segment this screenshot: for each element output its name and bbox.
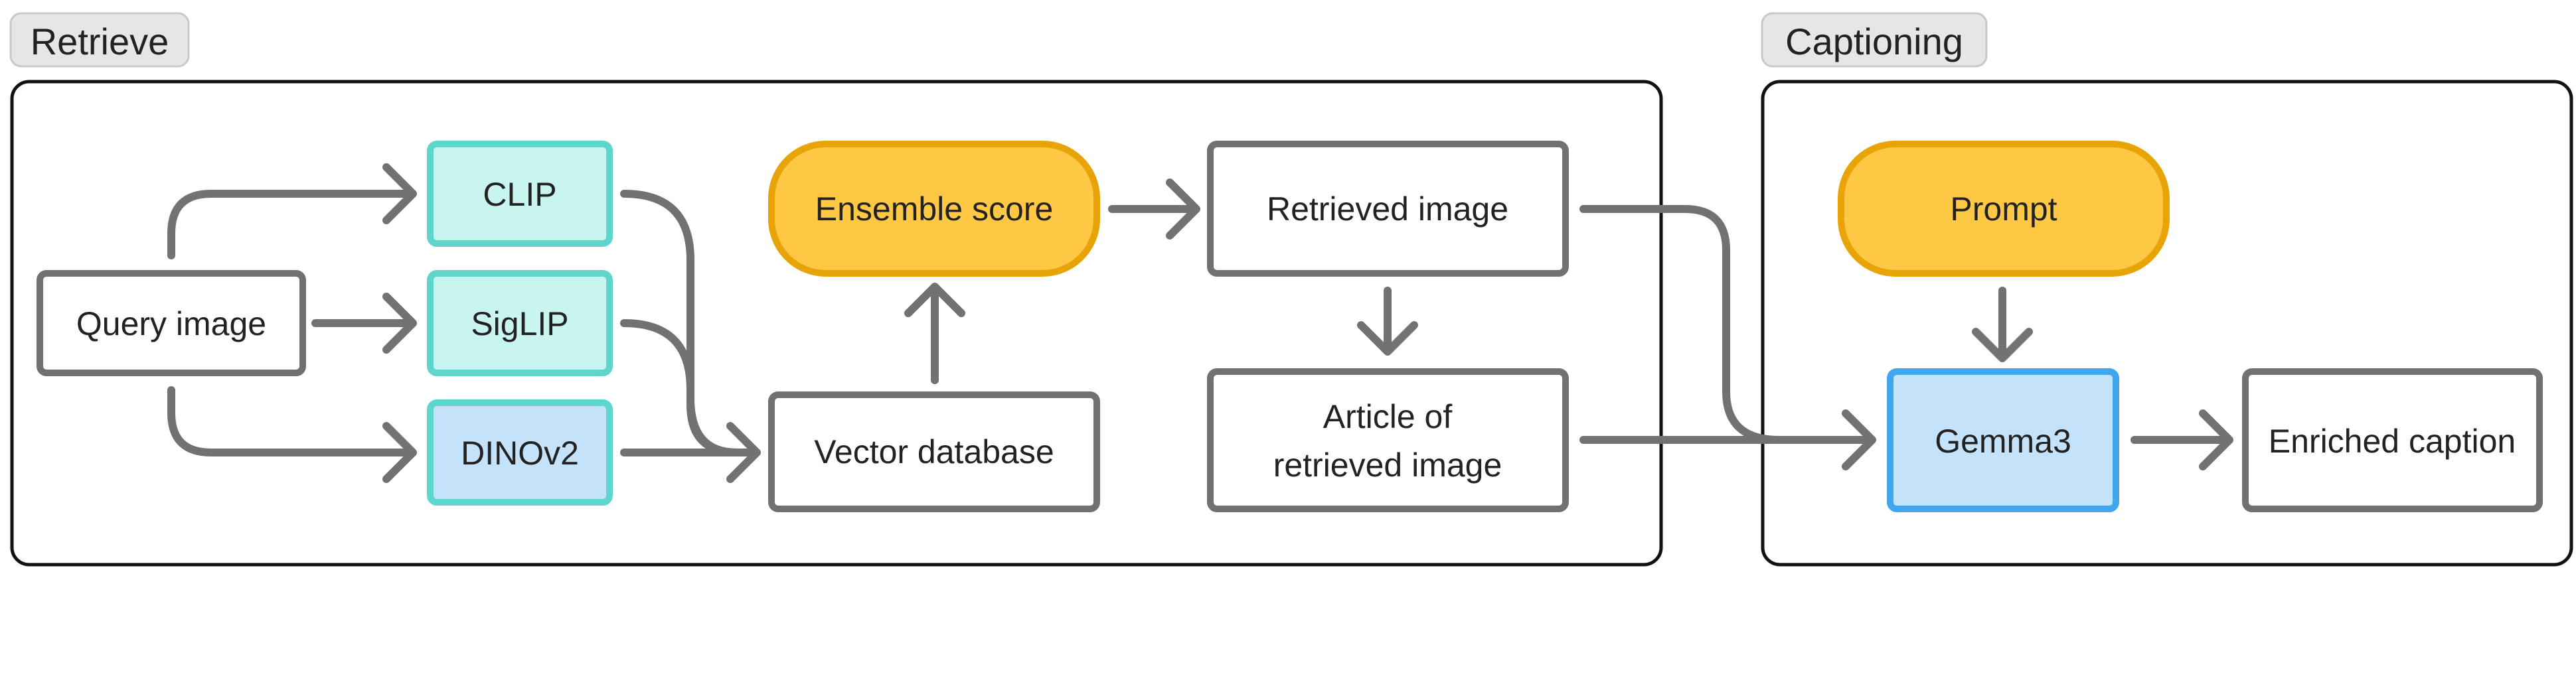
- siglip-label: SigLIP: [471, 305, 568, 342]
- siglip-node: SigLIP: [427, 270, 613, 376]
- retrieved-image-label: Retrieved image: [1267, 190, 1508, 228]
- ensemble-score-node: Ensemble score: [768, 141, 1100, 277]
- ensemble-score-label: Ensemble score: [815, 190, 1054, 228]
- arrow-head-query-to-clip: [382, 163, 417, 224]
- clip-node: CLIP: [427, 141, 613, 247]
- dinov2-node: DINOv2: [427, 399, 613, 506]
- clip-label: CLIP: [483, 176, 556, 213]
- arrow-head-retrieved-to-article: [1357, 321, 1418, 356]
- retrieve-section-tab: Retrieve: [9, 12, 190, 68]
- arrow-retrieved-to-gemma3: [1579, 205, 1870, 444]
- article-label-line1: Article of: [1323, 398, 1453, 435]
- arrow-query-to-dinov2: [167, 386, 410, 456]
- vector-database-node: Vector database: [768, 391, 1100, 512]
- gemma3-node: Gemma3: [1887, 368, 2119, 512]
- captioning-section-frame: [1761, 80, 2573, 567]
- retrieve-section-label: Retrieve: [31, 21, 169, 62]
- arrow-head-prompt-to-gemma3: [1972, 328, 2033, 362]
- arrow-head-into-gemma3: [1842, 409, 1876, 470]
- article-node: Article of retrieved image: [1207, 368, 1569, 512]
- arrow-head-query-to-dinov2: [382, 422, 417, 483]
- retrieve-section-frame: [10, 80, 1663, 567]
- arrow-head-vector-db-to-ensemble: [904, 283, 965, 317]
- arrow-siglip-to-vector-db: [620, 319, 741, 456]
- prompt-label: Prompt: [1950, 190, 2057, 228]
- captioning-section-label: Captioning: [1785, 21, 1963, 62]
- gemma3-label: Gemma3: [1935, 423, 2071, 460]
- arrow-query-to-clip: [167, 190, 410, 259]
- arrow-head-gemma3-to-caption: [2199, 409, 2233, 470]
- enriched-caption-node: Enriched caption: [2242, 368, 2543, 512]
- query-image-label: Query image: [76, 305, 266, 342]
- dinov2-label: DINOv2: [461, 435, 579, 472]
- vector-database-label: Vector database: [814, 433, 1054, 470]
- enriched-caption-label: Enriched caption: [2269, 423, 2516, 460]
- retrieved-image-node: Retrieved image: [1207, 141, 1569, 277]
- captioning-section-tab: Captioning: [1761, 12, 1988, 68]
- arrow-head-ensemble-to-retrieved: [1166, 178, 1200, 240]
- arrow-head-into-vector-db: [726, 422, 761, 483]
- prompt-node: Prompt: [1838, 141, 2170, 277]
- article-label-line2: retrieved image: [1273, 447, 1502, 484]
- connectors: [167, 163, 2233, 483]
- query-image-node: Query image: [37, 270, 306, 376]
- arrow-head-query-to-siglip: [382, 293, 417, 354]
